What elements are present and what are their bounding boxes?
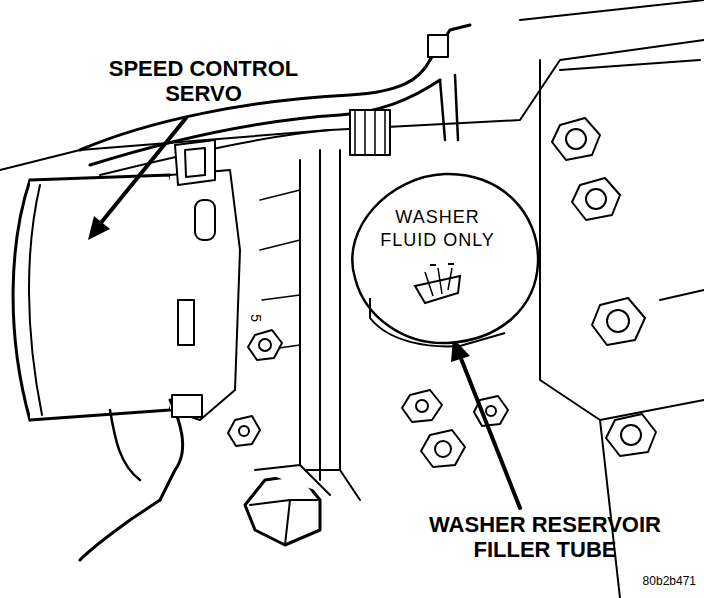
cap-text: WASHER FLUID ONLY: [375, 168, 500, 251]
filler-cap: WASHER FLUID ONLY: [330, 168, 545, 348]
part-label: SPEED CONTROL SERVO: [86, 56, 321, 107]
part-marking: 5: [248, 308, 264, 328]
cap-outline: [330, 168, 545, 348]
part-label: WASHER RESERVOIR FILLER TUBE: [395, 512, 695, 563]
figure-code: 80b2b471: [596, 575, 696, 589]
